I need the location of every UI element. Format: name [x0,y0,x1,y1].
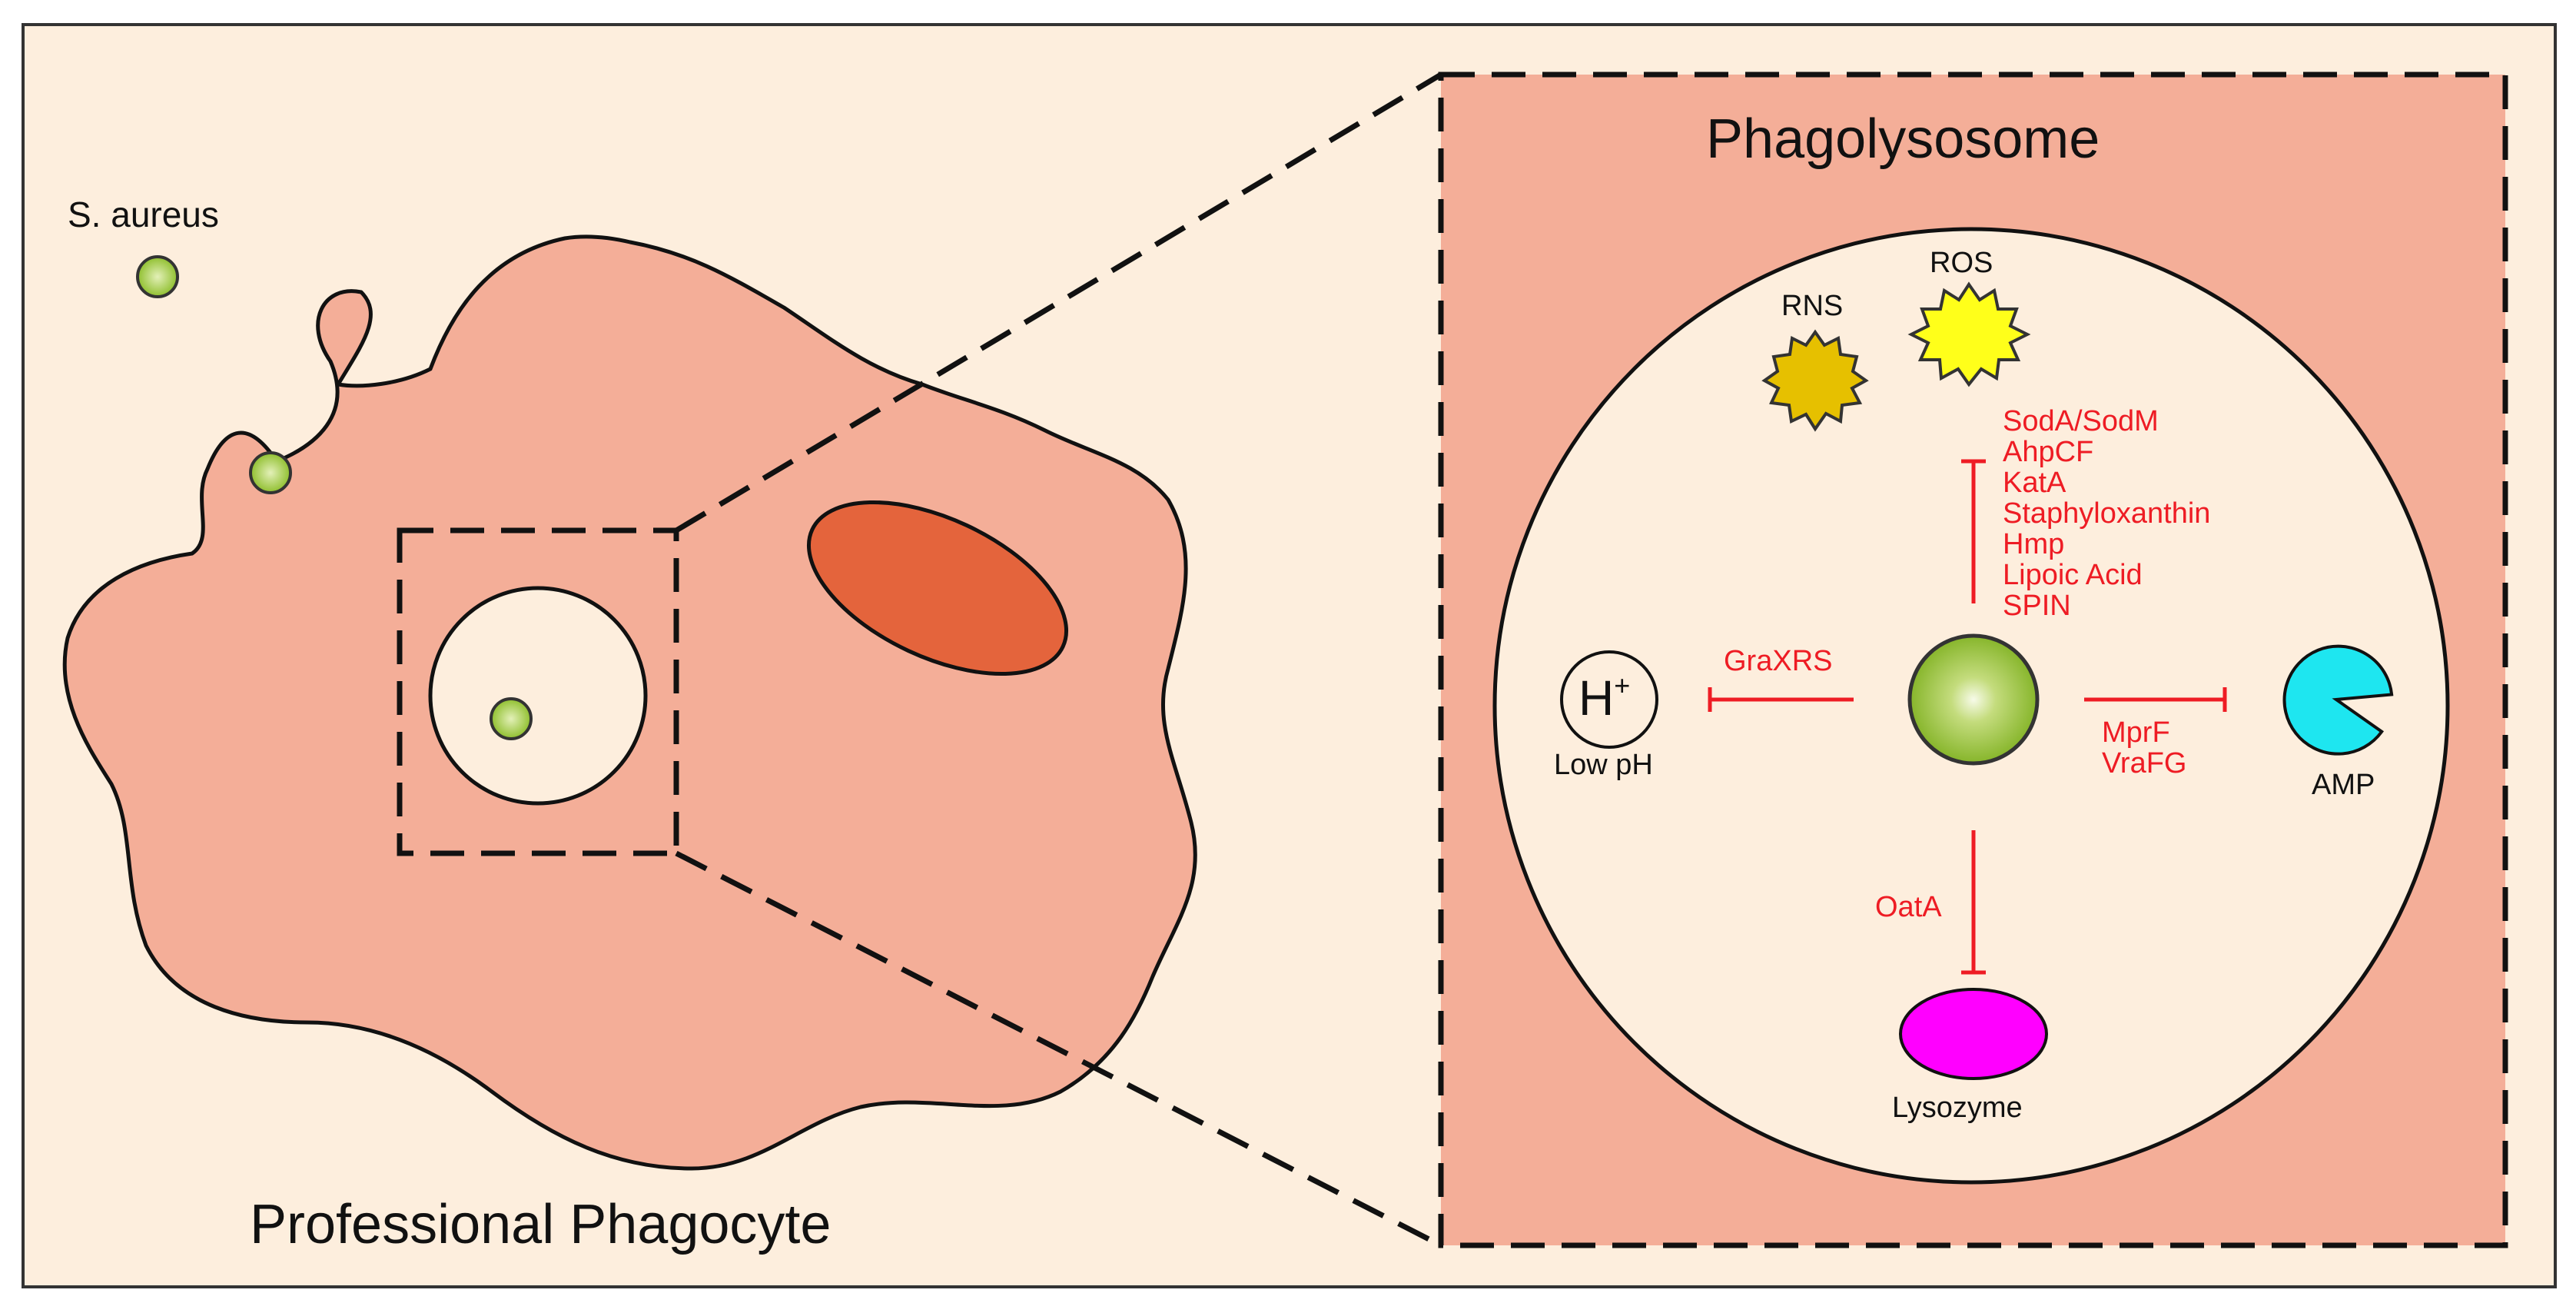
inhibitor-soda-sodm: SodA/SodM [2003,405,2159,437]
inhibitor-graxrs: GraXRS [1724,645,1832,677]
inhibition-arrows [1708,459,2227,975]
bacterium-central [1907,633,2040,766]
inhibitor-spin: SPIN [2003,590,2071,622]
bacterium-in-phagosome [490,697,533,740]
ros-label: ROS [1930,247,1993,279]
rns-icon [1761,329,1869,432]
inhibitor-staphyloxanthin: Staphyloxanthin [2003,497,2210,530]
proton-base: H [1578,670,1614,726]
amp-label: AMP [2312,769,2375,801]
rns-label: RNS [1781,290,1843,322]
zoom-region-box [397,527,679,856]
ros-icon [1907,281,2031,387]
inhibitor-kata: KatA [2003,467,2066,499]
lysozyme-label: Lysozyme [1892,1092,2023,1124]
s-aureus-label: S. aureus [68,194,219,234]
nucleus [806,500,1069,676]
oxidative-inhibitor-list: SodA/SodM AhpCF KatA Staphyloxanthin Hmp… [2003,405,2210,622]
inhibitor-mprf: MprF [2102,716,2170,749]
zoom-connector-top [675,71,1442,534]
low-ph-label: Low pH [1554,749,1653,781]
inhibitor-lipoic-acid: Lipoic Acid [2003,559,2143,591]
professional-phagocyte-title: Professional Phagocyte [250,1194,831,1255]
bacterium-engulfing [249,451,292,494]
phagosome [428,586,648,806]
amp-icon [2282,644,2394,756]
proton-charge: + [1614,670,1630,701]
inhibitor-oata: OatA [1875,891,1942,923]
proton-icon [1560,650,1658,749]
proton-symbol: H+ [1578,670,1630,726]
inhibitor-vrafg: VraFG [2102,747,2187,779]
lysozyme-icon [1899,988,2048,1080]
bacterium-outside [136,255,179,298]
phagolysosome-title: Phagolysosome [1706,108,2100,170]
inhibitor-ahpcf: AhpCF [2003,436,2093,468]
inhibitor-hmp: Hmp [2003,528,2064,560]
zoom-connector-bottom [675,850,1442,1248]
